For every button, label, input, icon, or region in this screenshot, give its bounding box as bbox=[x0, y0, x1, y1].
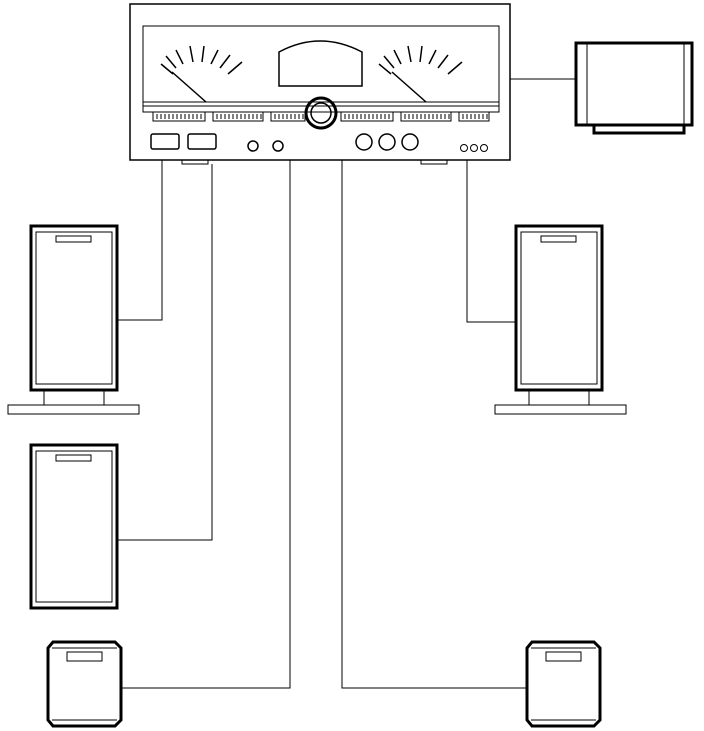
wire-rear-right bbox=[341, 160, 527, 689]
vu-meter-right bbox=[378, 45, 463, 103]
tower-speaker-icon bbox=[7, 224, 140, 415]
receiver-button-left-1 bbox=[150, 133, 180, 150]
wiring bbox=[117, 78, 576, 689]
receiver-icon bbox=[129, 3, 511, 165]
medium-knob-2 bbox=[378, 133, 396, 151]
jack-2 bbox=[470, 144, 478, 152]
speaker-icon bbox=[29, 443, 119, 610]
wire-front-left bbox=[117, 160, 163, 321]
receiver-button-left-2 bbox=[187, 133, 217, 150]
tuner-scale bbox=[152, 111, 490, 122]
vu-meter-left bbox=[160, 45, 243, 103]
small-knob-2 bbox=[272, 140, 284, 152]
jack-3 bbox=[480, 144, 488, 152]
wire-center bbox=[117, 164, 213, 541]
wire-rear-left bbox=[121, 160, 291, 689]
receiver-foot-right bbox=[420, 159, 448, 165]
bookshelf-speaker-icon bbox=[525, 640, 602, 728]
tuner-scale-ticks bbox=[156, 114, 488, 119]
monitor-base bbox=[592, 123, 686, 135]
receiver-display-panel bbox=[142, 25, 500, 113]
receiver-foot-left bbox=[181, 159, 209, 165]
small-knob-1 bbox=[247, 140, 259, 152]
jack-1 bbox=[460, 144, 468, 152]
vu-needle-right bbox=[391, 71, 427, 103]
receiver-center-window bbox=[278, 40, 363, 87]
monitor-icon bbox=[574, 41, 694, 135]
bookshelf-speaker-icon bbox=[46, 640, 123, 728]
wire-front-right bbox=[466, 160, 516, 323]
receiver-body bbox=[129, 3, 511, 161]
volume-knob-inner bbox=[310, 102, 332, 124]
medium-knob-1 bbox=[355, 133, 373, 151]
tower-speaker-icon bbox=[494, 224, 627, 415]
vu-needle-left bbox=[171, 71, 207, 103]
volume-knob-outer bbox=[304, 96, 338, 130]
medium-knob-3 bbox=[401, 133, 419, 151]
